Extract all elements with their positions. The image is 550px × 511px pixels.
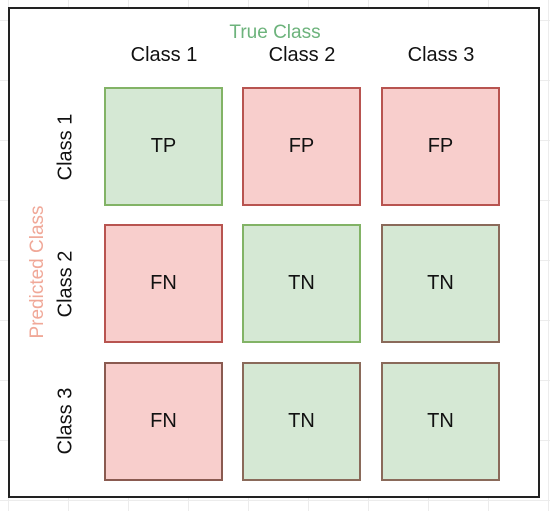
matrix-cell-r2-c3: TN xyxy=(381,224,500,343)
cell-label: TP xyxy=(150,135,177,157)
cell-label: TN xyxy=(288,272,315,294)
true-class-title: True Class xyxy=(229,22,321,43)
matrix-cell-r3-c2: TN xyxy=(242,362,361,481)
matrix-cell-r1-c1: TP xyxy=(104,87,223,206)
cell-label: FN xyxy=(150,272,177,294)
matrix-cell-r3-c1: FN xyxy=(104,362,223,481)
matrix-cell-r1-c2: FP xyxy=(242,87,361,206)
row-header-class-3: Class 3 xyxy=(54,387,77,455)
matrix-cell-r2-c2: TN xyxy=(242,224,361,343)
row-header-class-2: Class 2 xyxy=(54,250,77,318)
cell-label: TN xyxy=(288,410,315,432)
matrix-cell-r3-c3: TN xyxy=(381,362,500,481)
cell-label: TN xyxy=(427,272,454,294)
matrix-cell-r1-c3: FP xyxy=(381,87,500,206)
column-header-class-2: Class 2 xyxy=(268,44,336,66)
cell-label: FN xyxy=(150,410,177,432)
cell-label: FP xyxy=(427,135,454,157)
column-header-class-3: Class 3 xyxy=(407,44,475,66)
matrix-cell-r2-c1: FN xyxy=(104,224,223,343)
predicted-class-title: Predicted Class xyxy=(27,205,48,339)
column-header-class-1: Class 1 xyxy=(130,44,198,66)
row-header-class-1: Class 1 xyxy=(54,113,77,181)
cell-label: FP xyxy=(288,135,315,157)
cell-label: TN xyxy=(427,410,454,432)
